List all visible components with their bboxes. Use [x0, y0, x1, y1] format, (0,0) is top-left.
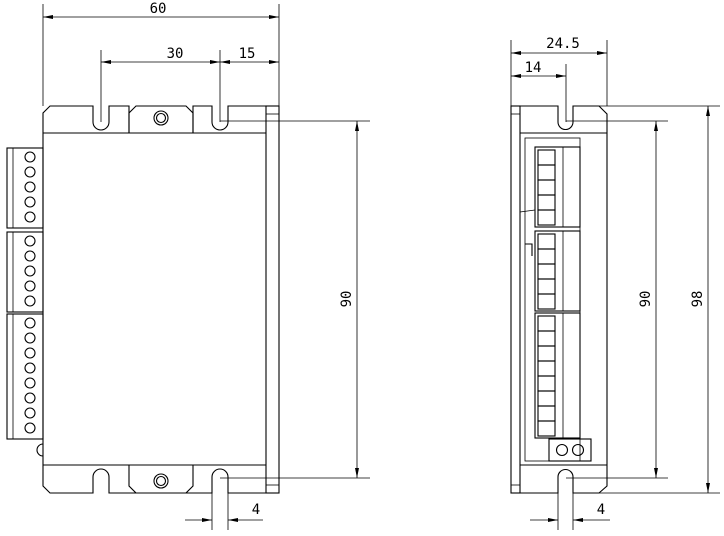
dim-label-slot-offset: 14	[525, 60, 542, 76]
terminal-cell	[537, 315, 556, 332]
terminal-block	[534, 312, 581, 439]
dim-label-slot-pitch: 90	[339, 291, 355, 308]
front-side-plate	[265, 105, 280, 494]
side-view	[510, 105, 608, 494]
housing-clip	[525, 243, 533, 256]
front-terminal-blocks	[6, 147, 44, 440]
terminal-screw-icon	[24, 362, 36, 374]
terminal-block	[534, 146, 581, 228]
screw-icon	[153, 473, 169, 489]
terminal-screw-icon	[24, 151, 36, 163]
terminal-block	[534, 230, 581, 312]
front-small-tab	[36, 443, 44, 457]
terminal-cell	[537, 209, 556, 226]
terminal-screw-icon	[24, 392, 36, 404]
screw-hole	[155, 112, 167, 124]
terminal-block	[6, 231, 44, 313]
connector-housing	[524, 137, 581, 462]
terminal-cell	[537, 293, 556, 310]
dim-label-slot-spacing: 30	[167, 46, 184, 62]
terminal-screw-icon	[24, 347, 36, 359]
power-connector	[548, 438, 592, 462]
front-dimensions: 60 30 15 90 4	[42, 1, 370, 530]
terminal-screw-icon	[24, 317, 36, 329]
terminal-cell	[537, 278, 556, 295]
terminal-screw-icon	[24, 211, 36, 223]
terminal-screw-icon	[24, 181, 36, 193]
terminal-screw-icon	[24, 422, 36, 434]
dim-label-slot-pitch: 90	[638, 291, 654, 308]
side-plate	[510, 105, 521, 494]
side-dimensions: 24.5 14 90 98 4	[510, 36, 720, 530]
terminal-screw-icon	[24, 235, 36, 247]
terminal-screw-icon	[24, 166, 36, 178]
front-center-boss-top	[128, 105, 194, 133]
terminal-cell	[537, 149, 556, 166]
housing-line	[519, 209, 536, 213]
side-body-outline	[520, 105, 608, 494]
power-pin	[555, 443, 569, 457]
dim-label-slot-width: 4	[597, 502, 605, 518]
terminal-cell	[537, 375, 556, 392]
terminal-block	[6, 147, 44, 229]
terminal-screw-icon	[24, 407, 36, 419]
terminal-cell	[537, 360, 556, 377]
screw-hole	[155, 475, 167, 487]
terminal-screw-icon	[24, 250, 36, 262]
terminal-cell	[537, 405, 556, 422]
terminal-screw-icon	[24, 295, 36, 307]
dim-label-slot-width: 4	[252, 502, 260, 518]
dim-label-slot-edge: 15	[239, 46, 256, 62]
terminal-screw-icon	[24, 280, 36, 292]
terminal-cell	[537, 233, 556, 250]
terminal-screw-icon	[24, 265, 36, 277]
terminal-cell	[537, 330, 556, 347]
terminal-cell	[537, 263, 556, 280]
dim-label-height: 98	[690, 291, 706, 308]
side-terminal-blocks	[534, 146, 581, 439]
terminal-cell	[537, 345, 556, 362]
terminal-screw-icon	[24, 377, 36, 389]
front-view	[6, 105, 280, 494]
terminal-cell	[537, 420, 556, 437]
front-top-flange	[42, 105, 266, 465]
terminal-screw-icon	[24, 196, 36, 208]
terminal-cell	[537, 390, 556, 407]
dim-label-depth: 24.5	[546, 36, 580, 52]
terminal-screw-icon	[24, 332, 36, 344]
terminal-cell	[537, 164, 556, 181]
terminal-block	[6, 313, 44, 440]
terminal-cell	[537, 179, 556, 196]
dim-label-width: 60	[150, 1, 167, 17]
terminal-cell	[537, 194, 556, 211]
terminal-cell	[537, 248, 556, 265]
screw-icon	[153, 110, 169, 126]
power-pin	[571, 443, 585, 457]
